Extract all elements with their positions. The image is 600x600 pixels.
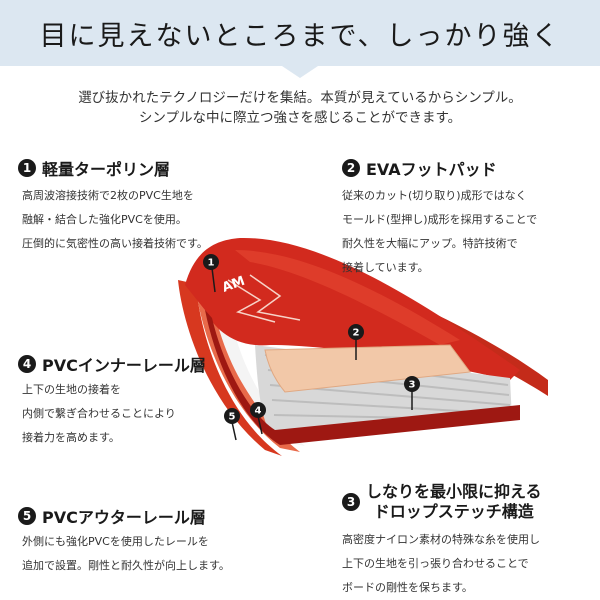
feature-4-title: PVCインナーレール層 xyxy=(42,356,206,375)
feature-1-line: 高周波溶接技術で2枚のPVC生地を xyxy=(22,189,194,202)
feature-1-description: 高周波溶接技術で2枚のPVC生地を 融解・結合した強化PVCを使用。 圧倒的に気… xyxy=(22,184,208,256)
feature-4-heading: 4 PVCインナーレール層 xyxy=(18,352,206,376)
feature-1-number: 1 xyxy=(18,159,36,177)
feature-3-line: 上下の生地を引っ張り合わせることで xyxy=(342,557,529,570)
feature-4-line: 内側で繋ぎ合わせることにより xyxy=(22,407,176,420)
feature-5-number: 5 xyxy=(18,507,36,525)
marker-2: 2 xyxy=(348,324,364,360)
feature-1-title: 軽量ターポリン層 xyxy=(42,160,171,179)
feature-2-description: 従来のカット(切り取り)成形ではなく モールド(型押し)成形を採用することで 耐… xyxy=(342,184,537,280)
intro-line-1: 選び抜かれたテクノロジーだけを集結。本質が見えているからシンプル。 xyxy=(78,90,522,106)
feature-3-heading: 3 しなりを最小限に抑える ドロップステッチ構造 xyxy=(342,482,542,522)
marker-4: 4 xyxy=(250,402,266,435)
board-top-highlight xyxy=(235,250,460,345)
feature-4-description: 上下の生地の接着を 内側で繋ぎ合わせることにより 接着力を高めます。 xyxy=(22,378,176,450)
feature-2-line: 従来のカット(切り取り)成形ではなく xyxy=(342,189,527,202)
marker-2-label: 2 xyxy=(353,328,360,339)
feature-3-title-line: しなりを最小限に抑える xyxy=(366,482,542,501)
feature-3-description: 高密度ナイロン素材の特殊な糸を使用し 上下の生地を引っ張り合わせることで ボード… xyxy=(342,528,540,600)
intro-text: 選び抜かれたテクノロジーだけを集結。本質が見えているからシンプル。 シンプルな中… xyxy=(0,88,600,128)
feature-3-title-line: ドロップステッチ構造 xyxy=(373,502,534,521)
board-top-surface xyxy=(185,237,520,380)
feature-2-line: モールド(型押し)成形を採用することで xyxy=(342,213,538,226)
feature-5-line: 追加で設置。剛性と耐久性が向上します。 xyxy=(22,559,230,572)
marker-4-label: 4 xyxy=(255,406,262,417)
feature-5-description: 外側にも強化PVCを使用したレールを 追加で設置。剛性と耐久性が向上します。 xyxy=(22,530,230,578)
marker-3: 3 xyxy=(404,376,420,410)
feature-3-number: 3 xyxy=(342,493,360,511)
feature-3-line: 高密度ナイロン素材の特殊な糸を使用し xyxy=(342,533,540,546)
banner-pointer xyxy=(282,66,318,78)
feature-5-title: PVCアウターレール層 xyxy=(42,508,206,527)
nose-bungee-pattern xyxy=(227,274,301,323)
feature-2-heading: 2 EVAフットパッド xyxy=(342,156,497,180)
feature-2-line: 耐久性を大幅にアップ。特許技術で xyxy=(342,237,518,250)
title-banner xyxy=(0,0,600,66)
feature-3-title: しなりを最小限に抑える ドロップステッチ構造 xyxy=(366,482,542,522)
feature-4-line: 上下の生地の接着を xyxy=(22,383,121,396)
feature-4-number: 4 xyxy=(18,355,36,373)
marker-1-label: 1 xyxy=(208,258,215,269)
page-title: 目に見えないところまで、しっかり強く xyxy=(39,21,561,52)
feature-2-line: 接着しています。 xyxy=(342,261,429,274)
feature-1-heading: 1 軽量ターポリン層 xyxy=(18,156,170,180)
intro-line-2: シンプルな中に際立つ強さを感じることができます。 xyxy=(138,110,462,126)
feature-5-line: 外側にも強化PVCを使用したレールを xyxy=(22,535,209,548)
feature-1-line: 融解・結合した強化PVCを使用。 xyxy=(22,213,187,226)
eva-foot-pad xyxy=(264,344,471,393)
marker-1: 1 xyxy=(203,254,219,293)
marker-5: 5 xyxy=(224,408,240,441)
feature-4-line: 接着力を高めます。 xyxy=(22,431,120,444)
feature-2-number: 2 xyxy=(342,159,360,177)
feature-5-heading: 5 PVCアウターレール層 xyxy=(18,504,206,528)
outer-rail-layer xyxy=(178,280,282,456)
feature-3-line: ボードの剛性を保ちます。 xyxy=(342,581,473,594)
marker-5-label: 5 xyxy=(229,412,236,423)
marker-3-label: 3 xyxy=(409,380,416,391)
feature-1-line: 圧倒的に気密性の高い接着技術です。 xyxy=(22,237,208,250)
feature-2-title: EVAフットパッド xyxy=(366,160,497,179)
brand-logo: AM xyxy=(220,274,247,296)
